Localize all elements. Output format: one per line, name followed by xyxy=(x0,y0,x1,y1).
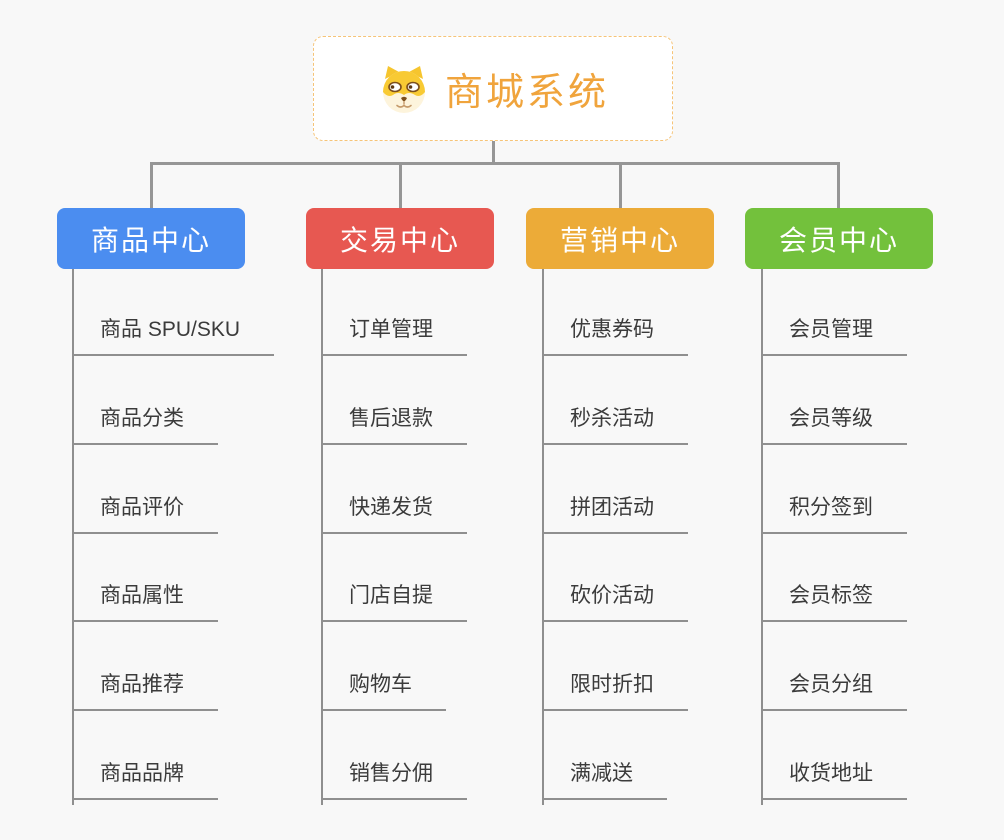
leaf-node[interactable]: 优惠券码 xyxy=(542,315,688,356)
branch-node-members[interactable]: 会员中心 xyxy=(745,208,933,269)
branch-label: 营销中心 xyxy=(559,224,680,256)
branch-label: 会员中心 xyxy=(778,224,899,256)
leaf-node[interactable]: 快递发货 xyxy=(321,493,467,534)
leaf-node[interactable]: 满减送 xyxy=(542,759,667,800)
branch-label: 商品中心 xyxy=(90,224,211,256)
connector-drop-marketing xyxy=(619,162,622,208)
connector-drop-products xyxy=(150,162,153,208)
spine-products xyxy=(72,269,74,805)
leaf-node[interactable]: 商品评价 xyxy=(72,493,218,534)
leaf-node[interactable]: 积分签到 xyxy=(761,493,907,534)
leaf-node[interactable]: 会员等级 xyxy=(761,404,907,445)
leaf-node[interactable]: 售后退款 xyxy=(321,404,467,445)
leaf-node[interactable]: 门店自提 xyxy=(321,581,467,622)
leaf-node[interactable]: 商品分类 xyxy=(72,404,218,445)
leaf-node[interactable]: 限时折扣 xyxy=(542,670,688,711)
leaf-node[interactable]: 商品 SPU/SKU xyxy=(72,315,275,356)
connector-drop-trade xyxy=(399,162,402,208)
leaf-node[interactable]: 商品属性 xyxy=(72,581,218,622)
branch-node-products[interactable]: 商品中心 xyxy=(57,208,245,269)
dog-face-icon xyxy=(377,64,431,114)
branch-node-marketing[interactable]: 营销中心 xyxy=(526,208,714,269)
leaf-node[interactable]: 商品品牌 xyxy=(72,759,218,800)
spine-trade xyxy=(321,269,323,805)
root-node[interactable]: 商城系统 xyxy=(313,36,673,141)
leaf-node[interactable]: 会员管理 xyxy=(761,315,907,356)
root-title: 商城系统 xyxy=(444,72,609,114)
branch-node-trade[interactable]: 交易中心 xyxy=(306,208,494,269)
connector-horizontal-bus xyxy=(150,162,840,165)
leaf-node[interactable]: 收货地址 xyxy=(761,759,907,800)
spine-members xyxy=(761,269,763,805)
connector-root-drop xyxy=(492,141,495,164)
leaf-node[interactable]: 秒杀活动 xyxy=(542,404,688,445)
leaf-node[interactable]: 会员标签 xyxy=(761,581,907,622)
leaf-node[interactable]: 销售分佣 xyxy=(321,759,467,800)
spine-marketing xyxy=(542,269,544,805)
leaf-node[interactable]: 购物车 xyxy=(321,670,446,711)
leaf-node[interactable]: 订单管理 xyxy=(321,315,467,356)
leaf-node[interactable]: 商品推荐 xyxy=(72,670,218,711)
branch-label: 交易中心 xyxy=(339,224,460,256)
leaf-node[interactable]: 会员分组 xyxy=(761,670,907,711)
leaf-node[interactable]: 砍价活动 xyxy=(542,581,688,622)
connector-drop-members xyxy=(837,162,840,208)
leaf-node[interactable]: 拼团活动 xyxy=(542,493,688,534)
